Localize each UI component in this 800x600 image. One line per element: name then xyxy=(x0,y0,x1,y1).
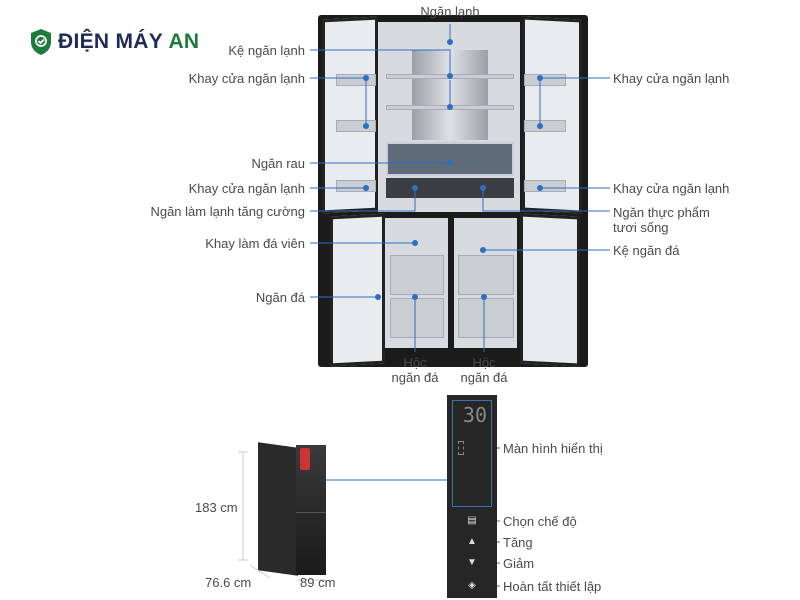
mode-select-icon[interactable]: ▤ xyxy=(467,515,477,526)
label-khay-cua-right-mid: Khay cửa ngăn lạnh xyxy=(613,181,730,196)
decrease-icon[interactable]: ▼ xyxy=(467,557,477,568)
increase-icon[interactable]: ▲ xyxy=(467,536,477,547)
confirm-icon[interactable]: ◈ xyxy=(468,580,476,591)
label-khay-cua-left-mid: Khay cửa ngăn lạnh xyxy=(188,181,305,196)
brand-logo: ĐIỆN MÁY AN xyxy=(30,28,199,56)
label-confirm: Hoàn tất thiết lập xyxy=(503,579,602,594)
label-ke-ngan-lanh: Kệ ngăn lạnh xyxy=(228,43,305,58)
label-ke-ngan-da: Kệ ngăn đá xyxy=(613,243,680,258)
dimension-width: 89 cm xyxy=(300,575,336,590)
display-value: 30 xyxy=(462,403,487,427)
label-khay-cua-left-top: Khay cửa ngăn lạnh xyxy=(188,71,305,86)
brand-name: ĐIỆN MÁY AN xyxy=(58,30,200,53)
label-khay-lam-da: Khay làm đá viên xyxy=(205,236,305,251)
dimension-depth: 76.6 cm xyxy=(205,575,252,590)
label-ngan-da: Ngăn đá xyxy=(255,290,305,305)
dimension-height: 183 cm xyxy=(195,500,238,515)
label-ngan-lam-lanh: Ngăn làm lạnh tăng cường xyxy=(150,204,305,219)
label-mode: Chọn chế độ xyxy=(503,514,577,529)
label-display: Màn hình hiển thị xyxy=(503,441,603,456)
label-increase: Tăng xyxy=(503,535,533,550)
control-panel xyxy=(447,395,497,598)
label-khay-cua-right-top: Khay cửa ngăn lạnh xyxy=(613,71,730,86)
label-ngan-lanh: Ngăn lạnh xyxy=(420,4,480,19)
label-ngan-rau: Ngăn rau xyxy=(251,156,305,171)
shield-check-icon xyxy=(31,29,51,55)
display-screen: 30 xyxy=(452,400,492,507)
display-mode-icon xyxy=(458,441,464,455)
label-decrease: Giảm xyxy=(503,556,535,571)
